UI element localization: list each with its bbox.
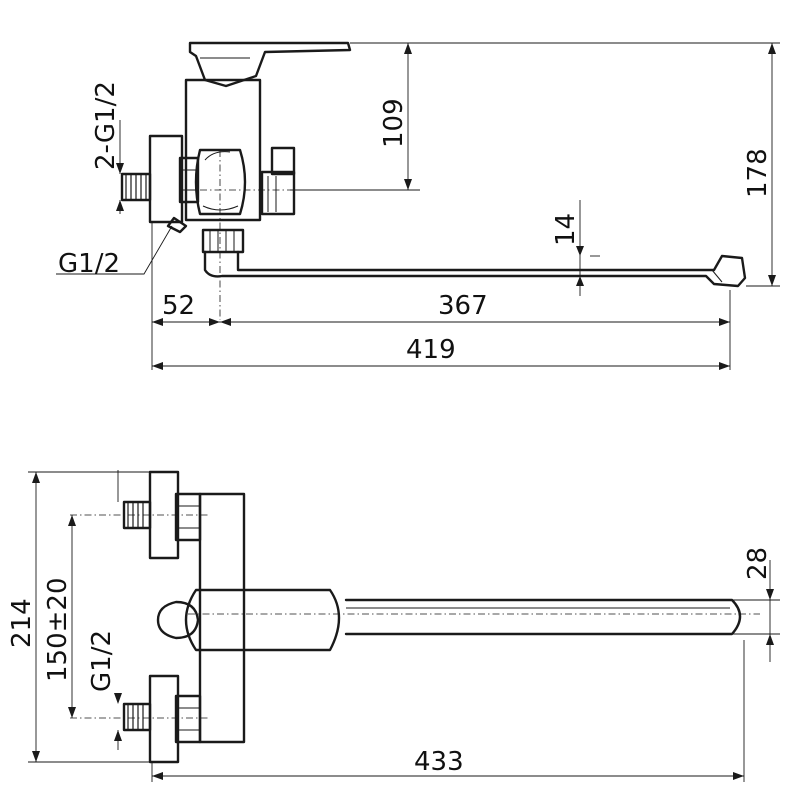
dim-label-handle-height: 109 bbox=[379, 98, 409, 148]
lower-flange bbox=[148, 674, 180, 764]
dim-label-outlet-thread: G1/2 bbox=[58, 249, 120, 279]
dim-label-total-length: 419 bbox=[406, 335, 456, 365]
dim-label-inlet-spacing: 150±20 bbox=[43, 578, 73, 683]
lower-threaded-inlet bbox=[122, 702, 152, 732]
cartridge-ring bbox=[194, 148, 247, 216]
dim-label-height: 214 bbox=[7, 598, 37, 648]
wall-flange bbox=[148, 134, 184, 224]
dim-label-total-length-top: 433 bbox=[414, 747, 464, 777]
diverter-knob bbox=[260, 170, 296, 216]
dim-label-wall-offset: 52 bbox=[162, 291, 195, 321]
mixer-bar bbox=[198, 492, 246, 744]
side-view: 2-G1/2 G1/2 109 178 14 52 367 419 bbox=[56, 41, 780, 370]
dim-label-thread: G1/2 bbox=[87, 630, 117, 692]
dim-label-total-height: 178 bbox=[743, 148, 773, 198]
union-nut bbox=[178, 156, 200, 204]
dim-label-spout-thickness: 14 bbox=[551, 213, 581, 246]
dim-label-spout-width: 28 bbox=[743, 547, 773, 580]
top-view: 214 150±20 G1/2 28 433 bbox=[7, 470, 780, 782]
spout bbox=[203, 250, 747, 288]
spout-top bbox=[344, 598, 742, 636]
lever-knob bbox=[156, 600, 200, 640]
body-cap bbox=[184, 588, 341, 652]
mixer-body bbox=[184, 78, 262, 222]
threaded-inlet bbox=[120, 172, 152, 202]
swivel-collar bbox=[201, 228, 245, 254]
dim-label-inlet-thread: 2-G1/2 bbox=[91, 81, 121, 170]
dim-label-spout-length: 367 bbox=[438, 291, 488, 321]
